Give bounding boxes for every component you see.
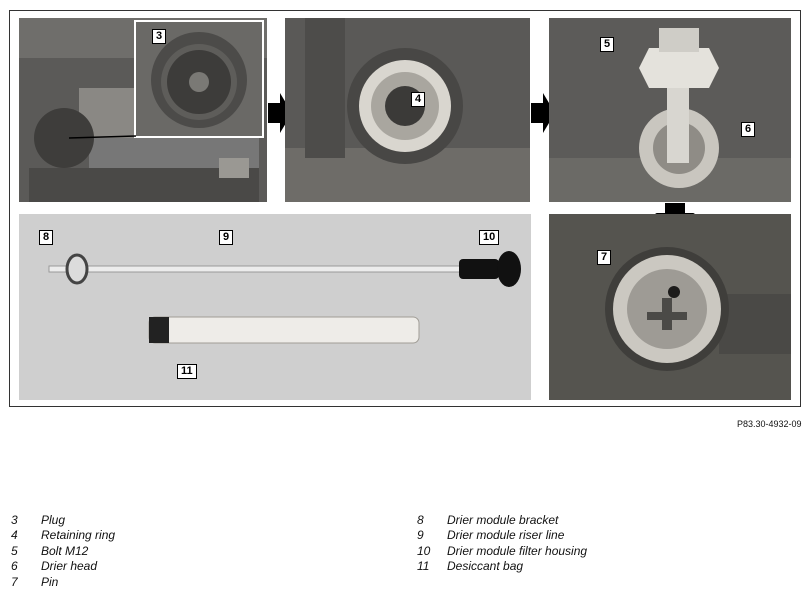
callout-desiccant-bag: 11 bbox=[177, 364, 197, 379]
callout-drier-head: 6 bbox=[741, 122, 756, 137]
callout-pin: 7 bbox=[597, 250, 612, 265]
callout-plug: 3 bbox=[152, 29, 167, 44]
callout-retaining-ring: 4 bbox=[411, 92, 426, 107]
callout-filter-housing: 10 bbox=[479, 230, 500, 245]
photo-bolt-drier-head bbox=[549, 18, 791, 202]
figure-id: P83.30-4932-09 bbox=[737, 419, 802, 429]
photo-drier-module-parts bbox=[19, 214, 531, 400]
callout-bracket: 8 bbox=[39, 230, 54, 245]
photo-pin bbox=[549, 214, 791, 400]
figure-frame: 3 4 5 6 7 8 9 10 11 bbox=[9, 10, 801, 407]
callout-riser-line: 9 bbox=[219, 230, 234, 245]
photo-retaining-ring bbox=[285, 18, 530, 202]
photo-plug bbox=[19, 18, 267, 202]
callout-bolt: 5 bbox=[600, 37, 615, 52]
